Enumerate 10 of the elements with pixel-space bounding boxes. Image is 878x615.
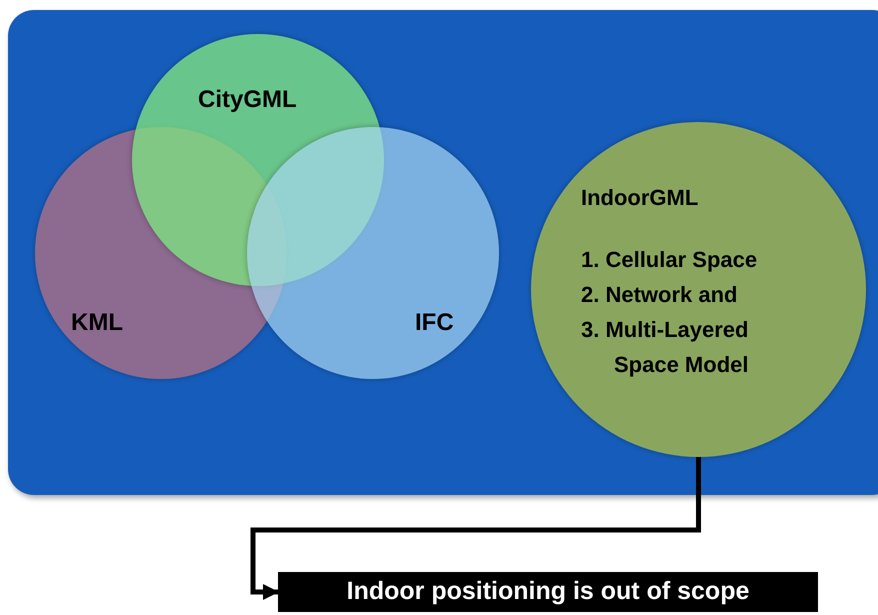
list-item: 2. Network and <box>581 281 738 309</box>
list-item: 1. Cellular Space <box>581 246 758 274</box>
circle-label: CityGML <box>198 85 297 115</box>
circle-label: IFC <box>415 308 454 338</box>
circle-heading: IndoorGML <box>581 184 698 212</box>
connector-arrow <box>250 457 701 600</box>
list-item: 3. Multi-Layered Space Model <box>581 316 750 379</box>
circle-label: KML <box>71 308 123 338</box>
panel-background <box>8 10 878 495</box>
text-box: Indoor positioning is out of scope <box>278 572 818 612</box>
